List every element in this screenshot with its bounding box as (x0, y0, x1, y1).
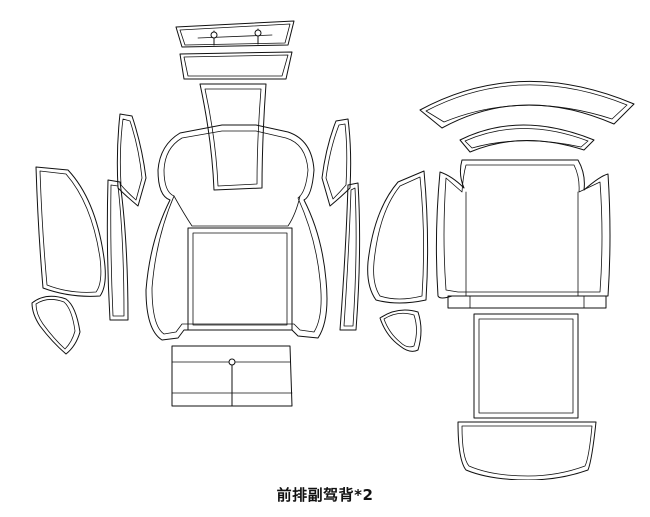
right-long-side-strip (339, 182, 361, 331)
right-lower-cheek-panel (379, 309, 422, 352)
backrest-center-insert (187, 227, 293, 331)
backrest-main-panel (145, 124, 328, 341)
headrest-top-piece (175, 20, 295, 48)
headrest-strip-piece (179, 51, 293, 80)
headrest-front-panel (199, 83, 267, 191)
rear-center-insert (473, 313, 579, 419)
left-upper-side-strip (116, 113, 147, 207)
rear-top-arch-panel (419, 81, 635, 129)
left-outer-wing-panel (35, 166, 106, 297)
rear-bottom-panel (457, 421, 597, 480)
caption-title: 前排副驾背 (276, 486, 355, 504)
left-lower-cheek-panel (31, 295, 81, 355)
caption-quantity: *2 (354, 486, 374, 504)
diagram-caption: 前排副驾背*2 (0, 484, 650, 505)
rear-second-arch-panel (459, 124, 595, 153)
right-upper-side-strip (321, 118, 352, 207)
backrest-lower-pocket (171, 345, 293, 407)
right-outer-wing-panel (367, 170, 429, 304)
left-long-side-strip (106, 179, 129, 321)
seat-cover-pattern-sheet (31, 20, 635, 480)
rear-main-back-panel (435, 159, 611, 309)
